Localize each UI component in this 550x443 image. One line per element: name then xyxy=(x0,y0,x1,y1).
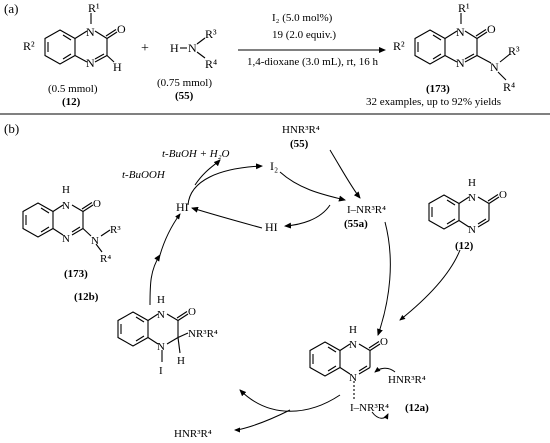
int12b-atom-o: O xyxy=(188,306,196,318)
product-r2: R² xyxy=(393,39,405,53)
oxidant-tbuooh: t-BuOOH xyxy=(122,169,166,181)
product-cycle-r4: R⁴ xyxy=(100,253,111,265)
byproduct-arrow xyxy=(194,159,221,186)
amine-n: N xyxy=(188,41,197,55)
iodoamine-55a: I–NR³R⁴ xyxy=(347,204,386,216)
amine-release-arrow xyxy=(234,409,291,433)
condition-line-3: 1,4-dioxane (3.0 mL), rt, 16 h xyxy=(247,56,379,68)
atom-o: O xyxy=(117,22,126,36)
intermediate-12a-structure: H N N O HNR³R⁴ I–NR³R⁴ xyxy=(309,324,426,420)
panel-b: (b) HNR³R⁴ (55) I₂ t-BuOH + H₂O t-BuOOH … xyxy=(4,121,507,440)
intermediate-12a-id: (12a) xyxy=(405,402,429,414)
reactant-55-amount: (0.75 mmol) xyxy=(157,77,212,89)
amine-h: H xyxy=(170,41,179,55)
product-r3: R³ xyxy=(508,44,520,58)
substrate-atom-n1: N xyxy=(468,192,476,204)
int12a-atom-n4: N xyxy=(349,372,357,384)
reactant-12-structure: N N O H R¹ R² xyxy=(23,1,126,74)
int12b-i: I xyxy=(159,365,163,377)
substrate-12-id: (12) xyxy=(455,240,474,252)
atom-n4: N xyxy=(86,56,95,70)
atom-h3: H xyxy=(113,60,122,74)
product-cycle-atom-n4: N xyxy=(62,233,70,245)
product-atom-n1: N xyxy=(456,25,465,39)
int12b-atom-n4: N xyxy=(157,341,165,353)
product-173-id: (173) xyxy=(426,83,450,95)
int12b-atom-h-top: H xyxy=(157,294,165,306)
hi-from-12b-arrow xyxy=(159,213,181,256)
product-cycle-atom-n1: N xyxy=(62,200,70,212)
int12b-h: H xyxy=(177,355,185,367)
plus-sign: + xyxy=(141,41,149,56)
reactant-12-r1: R¹ xyxy=(88,1,100,15)
panel-a: (a) N N O H R¹ R² (0.5 mmol) xyxy=(0,1,550,115)
int12a-atom-h: H xyxy=(349,324,357,336)
product-scope: 32 examples, up to 92% yields xyxy=(366,96,501,108)
product-atom-o: O xyxy=(487,22,496,36)
amine-55-top: HNR³R⁴ xyxy=(282,124,320,136)
hi-left: HI xyxy=(176,200,189,214)
substrate-entry-arrow xyxy=(399,249,461,321)
byproduct-tbuoh-water: t-BuOH + H₂O xyxy=(162,148,230,160)
intermediate-12b-id: (12b) xyxy=(74,291,99,303)
panel-a-label: (a) xyxy=(4,1,18,16)
atom-n1: N xyxy=(86,25,95,39)
product-r1: R¹ xyxy=(458,1,470,15)
int12a-iodoamine: I–NR³R⁴ xyxy=(350,402,389,414)
12b-to-173-arrow xyxy=(149,254,161,306)
intermediate-12b-structure: H N N O NR³R⁴ H I xyxy=(117,294,218,377)
substrate-12-structure: H N N O xyxy=(428,177,507,236)
product-cycle-atom-o: O xyxy=(93,198,101,210)
hi-right: HI xyxy=(265,220,278,234)
iodine-catalyst: I₂ xyxy=(270,159,278,173)
panel-b-label: (b) xyxy=(4,121,19,136)
product-atom-n4: N xyxy=(456,56,465,70)
amine-55-top-id: (55) xyxy=(290,138,309,150)
int12a-atom-n1: N xyxy=(349,339,357,351)
condition-line-2: 19 (2.0 equiv.) xyxy=(272,29,336,41)
product-atom-n-amine: N xyxy=(490,60,499,74)
cycle-arrow-top-right xyxy=(329,149,361,199)
product-cycle-r3: R³ xyxy=(110,224,121,236)
12a-to-12b-arrow xyxy=(239,389,341,412)
product-173-cycle-id: (173) xyxy=(64,268,88,280)
product-cycle-atom-h: H xyxy=(62,184,70,196)
hi-release-arrow xyxy=(284,204,331,229)
int12b-atom-n1: N xyxy=(157,309,165,321)
reactant-12-amount: (0.5 mmol) xyxy=(48,83,98,95)
product-cycle-atom-n-amine: N xyxy=(91,235,99,247)
amine-r4: R⁴ xyxy=(205,57,217,71)
reactant-12-id: (12) xyxy=(62,96,81,108)
reactant-12-r2: R² xyxy=(23,39,35,53)
iodine-regeneration-arrow xyxy=(187,163,263,206)
int12b-amine: NR³R⁴ xyxy=(188,328,218,340)
int12a-amine: HNR³R⁴ xyxy=(388,374,426,386)
substrate-atom-o: O xyxy=(499,189,507,201)
product-173-cycle-structure: H N N O N R³ R⁴ xyxy=(22,184,121,265)
substrate-atom-n4: N xyxy=(468,224,476,236)
condition-line-1: I₂ (5.0 mol%) xyxy=(272,12,333,24)
hi-to-left-arrow xyxy=(191,206,263,229)
int12a-atom-o: O xyxy=(380,336,388,348)
reactant-55-id: (55) xyxy=(175,90,194,102)
released-amine: HNR³R⁴ xyxy=(174,428,212,440)
product-r4: R⁴ xyxy=(503,80,515,94)
amine-r3: R³ xyxy=(205,27,217,41)
reactant-55-structure: H N R³ R⁴ xyxy=(170,27,217,71)
iodoamine-55a-id: (55a) xyxy=(344,218,368,230)
substrate-to-12a-arrow xyxy=(377,221,391,336)
iodine-to-iodoamine-arrow xyxy=(279,171,346,202)
substrate-atom-h: H xyxy=(468,177,476,189)
product-173-structure: N N O N R¹ R² R³ R⁴ xyxy=(393,1,520,94)
